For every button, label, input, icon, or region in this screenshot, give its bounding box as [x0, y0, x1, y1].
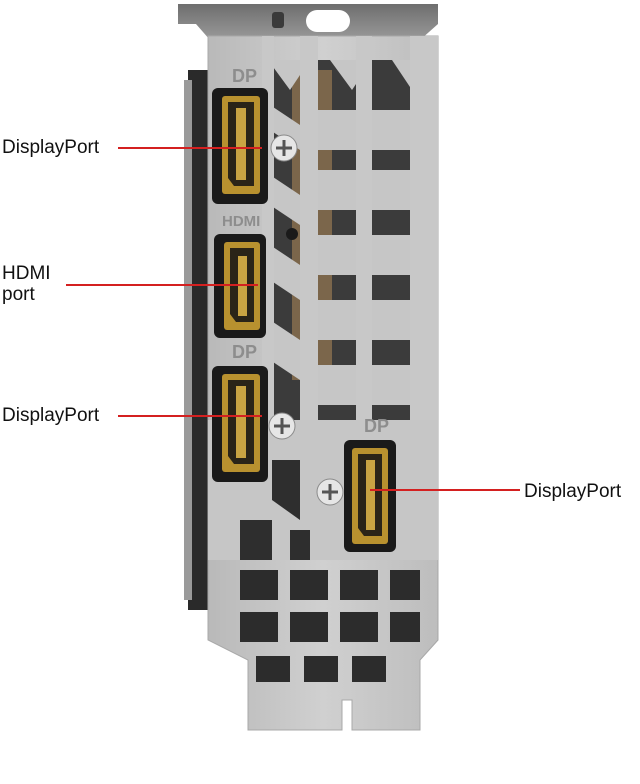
etched-label-hdmi: HDMI [222, 213, 260, 230]
etched-label-dp-2: DP [232, 342, 257, 362]
etched-label-dp-1: DP [232, 66, 257, 86]
displayport-connector-1 [212, 88, 268, 204]
vent-grid-lower [240, 570, 420, 682]
displayport-connector-3 [344, 440, 396, 552]
callout-displayport-2: DisplayPort [2, 405, 100, 426]
etched-label-dp-3: DP [364, 416, 389, 436]
callout-displayport-1: DisplayPort [2, 137, 100, 158]
callout-hdmi-port: HDMI port [2, 263, 51, 305]
screw-2 [268, 412, 296, 440]
vent-grid-upper [262, 36, 438, 420]
callout-hdmi-line1: HDMI [2, 263, 51, 284]
displayport-connector-2 [212, 366, 268, 482]
screw-3 [316, 478, 344, 506]
callout-displayport-3: DisplayPort [524, 481, 622, 502]
screw-1 [270, 134, 298, 162]
callout-hdmi-line2: port [2, 284, 35, 305]
